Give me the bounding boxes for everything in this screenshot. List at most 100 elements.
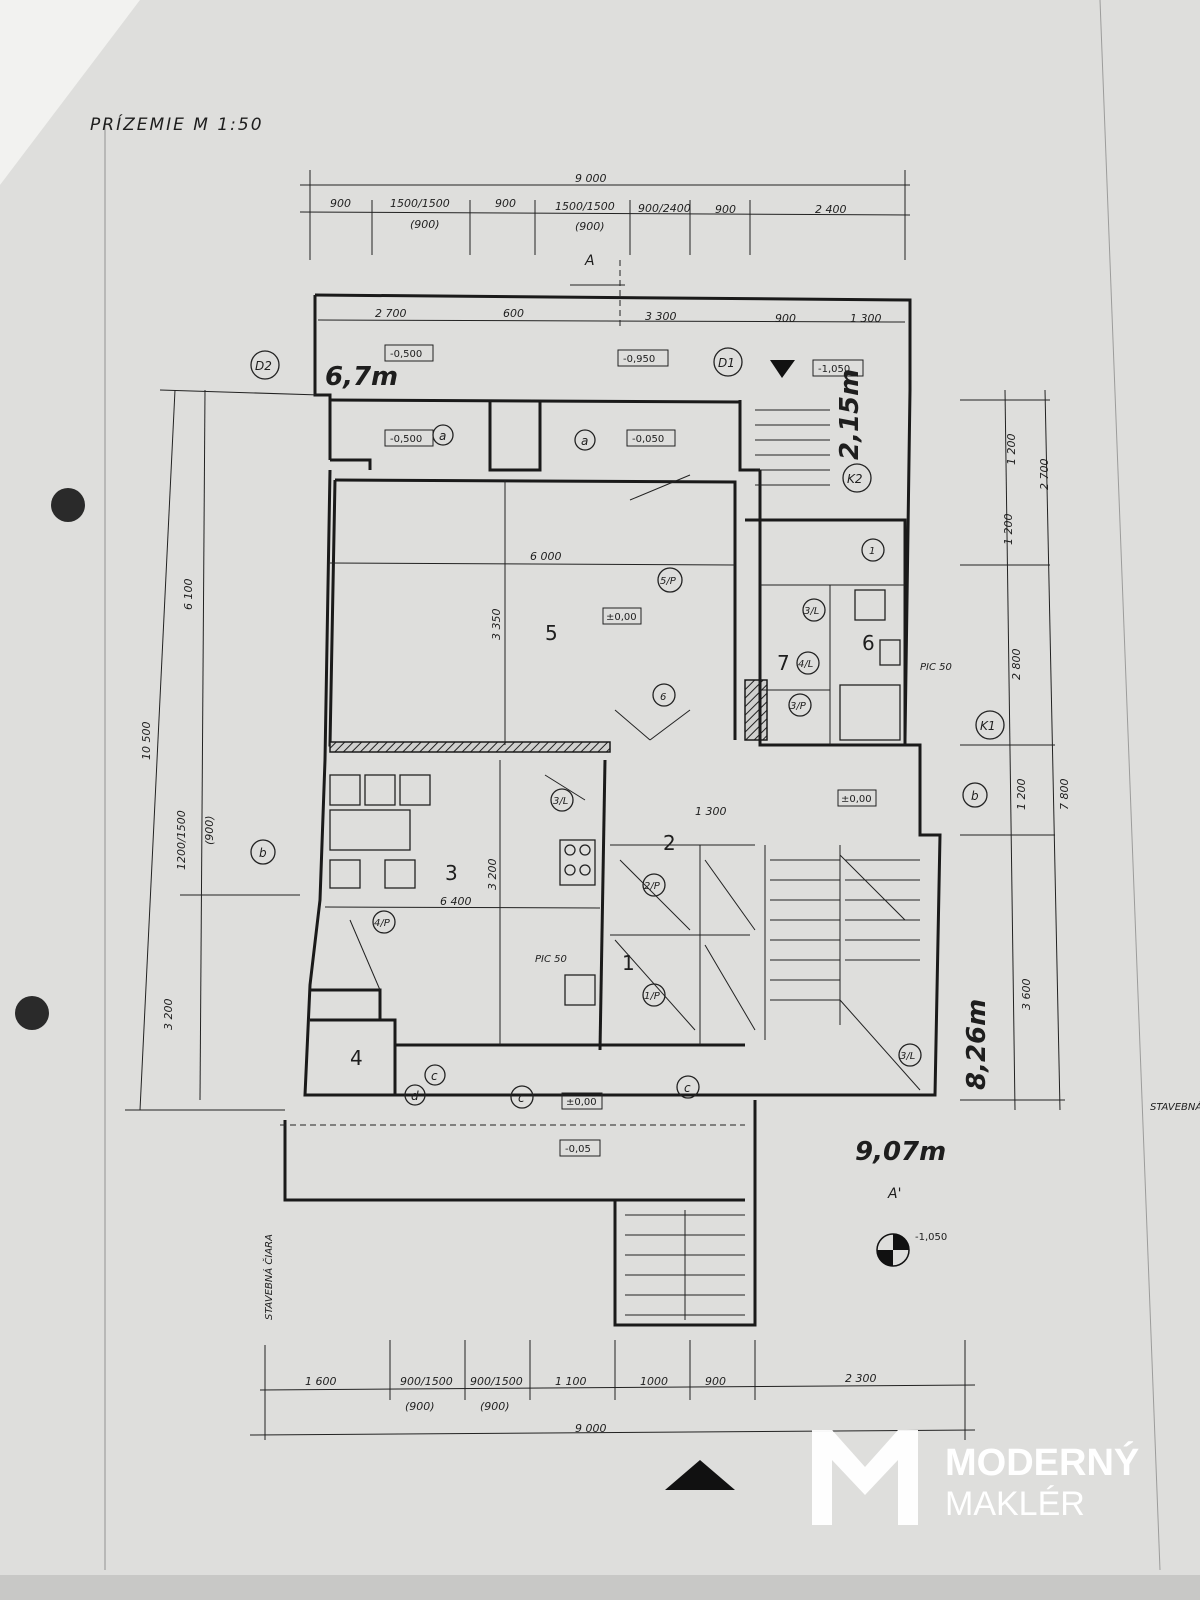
top-dim: 900 <box>715 203 736 216</box>
bottom-dimension-chain: 1 600 900/1500 (900) 900/1500 (900) 1 10… <box>249 1340 976 1440</box>
level-mark: -0,500 <box>390 434 422 445</box>
top-dimension-chain: 9 000 900 1500/1500 (900) 900 1500/1500 … <box>299 170 911 260</box>
upper-dim: 1 300 <box>850 312 882 325</box>
stove-label: PIC 50 <box>535 954 567 965</box>
right-dim: 2 800 <box>1010 649 1023 681</box>
top-overall-dim: 9 000 <box>575 172 607 185</box>
level-mark: ±0,00 <box>841 794 872 805</box>
upper-dim: 2 700 <box>375 307 407 320</box>
level-mark: -0,050 <box>632 434 664 445</box>
marker-labels: D2 D1 K2 K1 a a b b c c c d 5/P 6 3/L 2/… <box>255 356 996 1105</box>
door-tag: 2/P <box>644 881 661 892</box>
room-label: 5 <box>545 621 558 645</box>
left-dim: 3 200 <box>162 999 175 1031</box>
right-dim: 1 200 <box>1002 514 1015 546</box>
handwritten-measure: 6,7m <box>325 362 398 392</box>
top-dim-sub: (900) <box>575 220 605 233</box>
level-mark: -0,05 <box>565 1144 591 1155</box>
left-dimension-chain: 10 500 6 100 1200/1500 (900) 3 200 <box>125 389 321 1111</box>
room-label: 1 <box>622 951 635 975</box>
room3-width: 6 400 <box>440 895 472 908</box>
level-mark: -1,050 <box>915 1232 947 1243</box>
marker-label: a <box>581 434 588 448</box>
door-tag: 6 <box>660 692 666 703</box>
left-dim: 10 500 <box>140 722 153 761</box>
marker-label: b <box>259 846 267 860</box>
furniture <box>329 589 901 1006</box>
door-tag: 1/P <box>644 991 661 1002</box>
door-swings <box>349 474 921 1091</box>
level-mark: ±0,00 <box>566 1097 597 1108</box>
marker-label: c <box>431 1069 438 1083</box>
building-walls <box>280 293 942 1327</box>
binder-hole <box>51 488 85 522</box>
left-dim: (900) <box>203 815 216 845</box>
door-tag: 3/L <box>553 796 568 807</box>
interior-dims: 6 000 3 350 6 400 3 200 1 300 PIC 50 PIC… <box>262 480 1200 1320</box>
marker-label: K1 <box>980 719 996 733</box>
room-label: 7 <box>777 651 790 675</box>
room3-height: 3 200 <box>486 859 499 891</box>
bottom-dim: 900/1500 <box>470 1375 523 1388</box>
marker-label: d <box>411 1089 419 1103</box>
room5-height: 3 350 <box>490 609 503 641</box>
section-mark-top: A <box>584 253 595 269</box>
plan-title: PRÍZEMIE M 1:50 <box>90 113 264 135</box>
upper-dimension-chain: 2 700 600 3 300 900 1 300 <box>317 307 906 325</box>
door-tag: 4/P <box>374 918 391 929</box>
hall-width: 1 300 <box>695 805 727 818</box>
stove-label: PIC 50 <box>920 662 952 673</box>
marker-label: c <box>518 1091 525 1105</box>
marker-label: c <box>684 1081 691 1095</box>
level-mark: -0,950 <box>623 354 655 365</box>
level-symbol <box>876 1233 910 1267</box>
marker-label: a <box>439 429 446 443</box>
bottom-dim: 1000 <box>640 1375 668 1388</box>
orientation-triangle <box>665 1460 735 1490</box>
right-dim: 2 700 <box>1038 459 1051 491</box>
room-label: 4 <box>350 1046 363 1070</box>
top-dim: 1500/1500 <box>555 200 615 213</box>
bottom-dim-sub: (900) <box>405 1400 435 1413</box>
marker-label: b <box>971 789 979 803</box>
marker-label: D1 <box>718 356 735 370</box>
marker-label: D2 <box>255 359 272 373</box>
top-dim: 2 400 <box>815 203 847 216</box>
level-marks: -0,500 -0,950 -1,050 -0,500 -0,050 ±0,00… <box>384 344 947 1243</box>
right-dimension-chain: 1 200 2 700 1 200 2 800 1 200 7 800 3 60… <box>960 389 1071 1111</box>
bottom-dim: 900/1500 <box>400 1375 453 1388</box>
door-tag: 5/P <box>660 576 677 587</box>
door-tag: 3/L <box>804 606 819 617</box>
handwritten-notes: 6,7m 2,15m 8,26m 9,07m <box>325 362 992 1167</box>
room-label: 6 <box>862 631 875 655</box>
room-label: 2 <box>663 831 676 855</box>
page-corner <box>0 0 140 185</box>
bottom-dim: 2 300 <box>845 1372 877 1385</box>
handwritten-measure: 8,26m <box>962 999 992 1090</box>
handwritten-measure: 2,15m <box>835 369 865 460</box>
stairs <box>625 409 920 1320</box>
brand-name-line1: MODERNÝ <box>945 1440 1139 1484</box>
door-tag: 4/L <box>798 659 813 670</box>
left-dim: 1200/1500 <box>175 810 188 870</box>
level-mark: -0,500 <box>390 349 422 360</box>
top-dim: 900 <box>330 197 351 210</box>
bottom-dim: 1 600 <box>305 1375 337 1388</box>
marker-label: K2 <box>847 472 863 486</box>
level-triangle <box>770 360 795 378</box>
bottom-dim-sub: (900) <box>480 1400 510 1413</box>
room5-width: 6 000 <box>530 550 562 563</box>
door-tag: 3/L <box>900 1051 915 1062</box>
room-label: 3 <box>445 861 458 885</box>
level-mark: ±0,00 <box>606 612 637 623</box>
right-dim: 1 200 <box>1005 434 1018 466</box>
left-dim: 6 100 <box>182 579 195 611</box>
bottom-dim: 900 <box>705 1375 726 1388</box>
binder-hole <box>15 996 49 1030</box>
brand-name-line2: MAKLÉR <box>945 1485 1085 1523</box>
upper-dim: 600 <box>503 307 524 320</box>
upper-dim: 900 <box>775 312 796 325</box>
